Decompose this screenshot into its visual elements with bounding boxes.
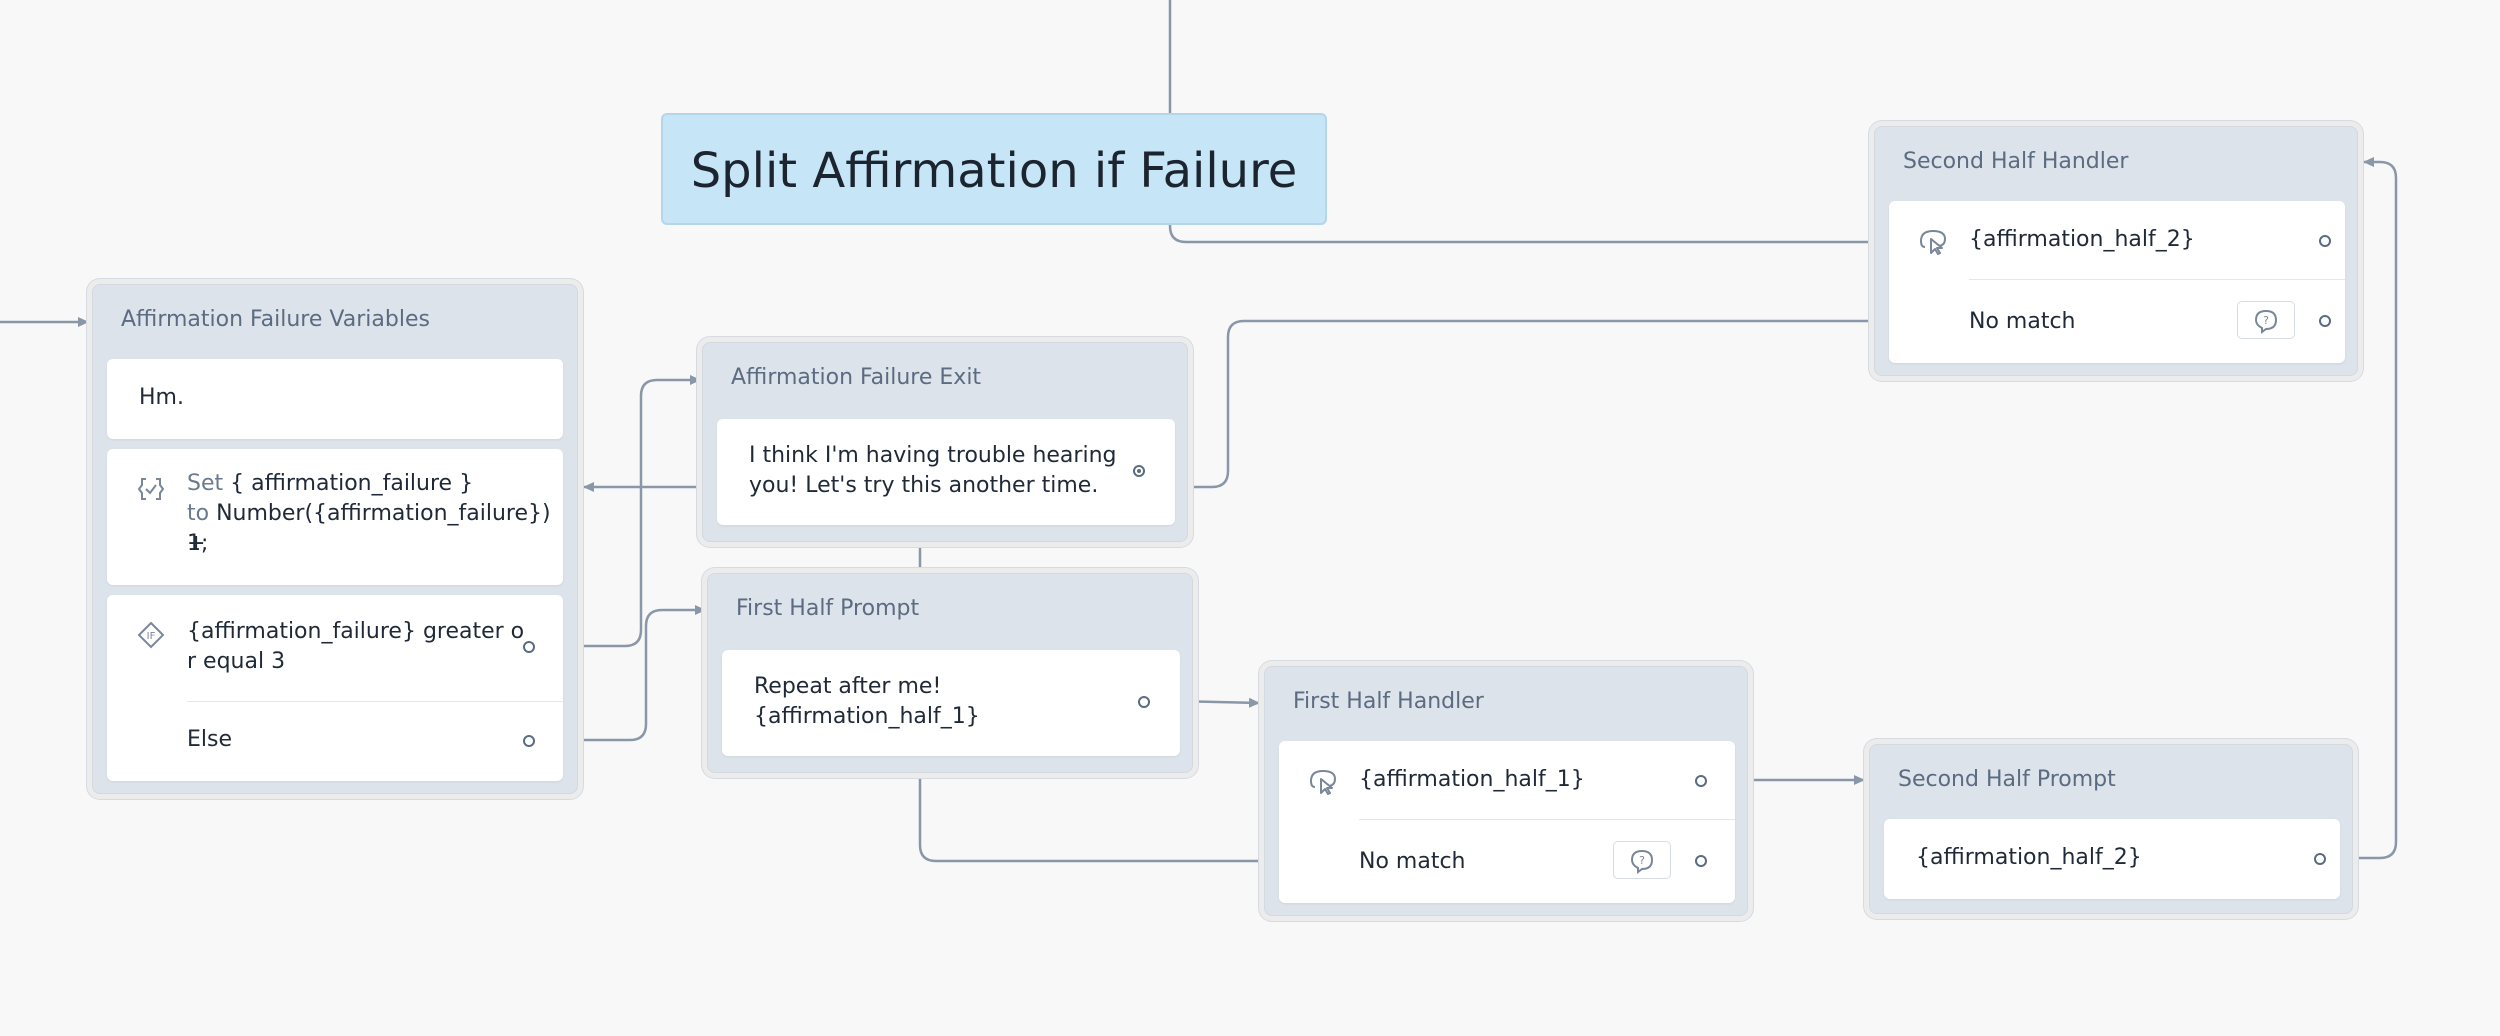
capture-intent-icon [1919, 229, 1947, 255]
no-match-port[interactable] [2319, 315, 2331, 327]
link-handler1-nomatch [918, 776, 1278, 863]
set-expression-cont: 1; [187, 531, 209, 556]
speak-step[interactable]: Hm. [107, 359, 563, 439]
else-label: Else [187, 727, 233, 752]
choice-step[interactable]: {affirmation_half_1} No match ? [1279, 741, 1735, 903]
prompt-port[interactable] [2314, 853, 2326, 865]
set-variable: { affirmation_failure } [230, 471, 474, 496]
speak-step[interactable]: I think I'm having trouble hearing you! … [717, 419, 1175, 525]
block-title: First Half Handler [1293, 689, 1484, 714]
canvas-banner[interactable]: Split Affirmation if Failure [661, 113, 1327, 225]
block-affirmation-failure-exit[interactable]: Affirmation Failure Exit I think I'm hav… [702, 342, 1188, 542]
intent-port[interactable] [1695, 775, 1707, 787]
speak-text: Hm. [139, 385, 184, 410]
speak-text: {affirmation_half_2} [1916, 845, 2142, 870]
speak-step[interactable]: {affirmation_half_2} [1884, 819, 2340, 899]
banner-text: Split Affirmation if Failure [690, 143, 1298, 199]
speak-step[interactable]: Repeat after me! {affirmation_half_1} [722, 650, 1180, 756]
if-step[interactable]: IF {affirmation_failure} greater o r equ… [107, 595, 563, 781]
help-question-icon: ? [1630, 849, 1654, 874]
svg-text:?: ? [1639, 854, 1645, 867]
intent-label: {affirmation_half_2} [1969, 227, 2195, 252]
no-match-help-button[interactable]: ? [1613, 841, 1671, 879]
prompt-port[interactable] [1138, 696, 1150, 708]
exit-port[interactable] [1133, 465, 1145, 477]
else-port[interactable] [523, 735, 535, 747]
speak-line-2: {affirmation_half_1} [754, 704, 980, 729]
choice-step[interactable]: {affirmation_half_2} No match ? [1889, 201, 2345, 363]
capture-intent-icon [1309, 769, 1337, 795]
choice-divider [1969, 279, 2345, 280]
set-step[interactable]: Set { affirmation_failure } to Number({a… [107, 449, 563, 585]
speak-line-2: you! Let's try this another time. [749, 473, 1099, 498]
set-line-2: to Number({affirmation_failure}) + [187, 499, 563, 559]
no-match-help-button[interactable]: ? [2237, 301, 2295, 339]
if-condition-icon: IF [137, 621, 165, 649]
link-prompt2-to-handler2 [2337, 157, 2398, 860]
block-title: Affirmation Failure Exit [731, 365, 982, 390]
help-question-icon: ? [2254, 309, 2278, 334]
svg-text:IF: IF [147, 631, 156, 642]
set-expression: Number({affirmation_failure}) + [187, 501, 551, 556]
set-prefix: Set [187, 471, 224, 496]
block-title: First Half Prompt [736, 596, 920, 621]
no-match-label: No match [1359, 849, 1466, 874]
block-title: Second Half Handler [1903, 149, 2129, 174]
if-condition-line1: {affirmation_failure} greater o [187, 619, 525, 644]
intent-port[interactable] [2319, 235, 2331, 247]
block-title: Second Half Prompt [1898, 767, 2116, 792]
speak-line-1: I think I'm having trouble hearing [749, 443, 1117, 468]
block-first-half-handler[interactable]: First Half Handler {affirmation_half_1} … [1264, 666, 1748, 916]
block-second-half-handler[interactable]: Second Half Handler {affirmation_half_2}… [1874, 126, 2358, 376]
block-second-half-prompt[interactable]: Second Half Prompt {affirmation_half_2} [1869, 744, 2353, 914]
link-else-to-first-prompt [566, 605, 706, 742]
if-divider [187, 701, 563, 702]
choice-divider [1359, 819, 1735, 820]
block-first-half-prompt[interactable]: First Half Prompt Repeat after me! {affi… [707, 573, 1193, 773]
set-to: to [187, 501, 210, 526]
link-if-to-exit [566, 375, 701, 648]
set-variable-icon [137, 478, 165, 500]
if-port[interactable] [523, 641, 535, 653]
no-match-port[interactable] [1695, 855, 1707, 867]
no-match-label: No match [1969, 309, 2076, 334]
block-affirmation-failure-variables[interactable]: Affirmation Failure Variables Hm. Set { … [92, 284, 578, 794]
svg-text:?: ? [2263, 314, 2269, 327]
if-condition-line2: r equal 3 [187, 649, 286, 674]
link-top-to-handler2 [1168, 0, 1890, 244]
speak-line-1: Repeat after me! [754, 674, 942, 699]
link-exit-to-handler2 [1170, 319, 1888, 489]
block-title: Affirmation Failure Variables [121, 307, 430, 332]
intent-label: {affirmation_half_1} [1359, 767, 1585, 792]
set-line-1: Set { affirmation_failure } [187, 469, 473, 499]
